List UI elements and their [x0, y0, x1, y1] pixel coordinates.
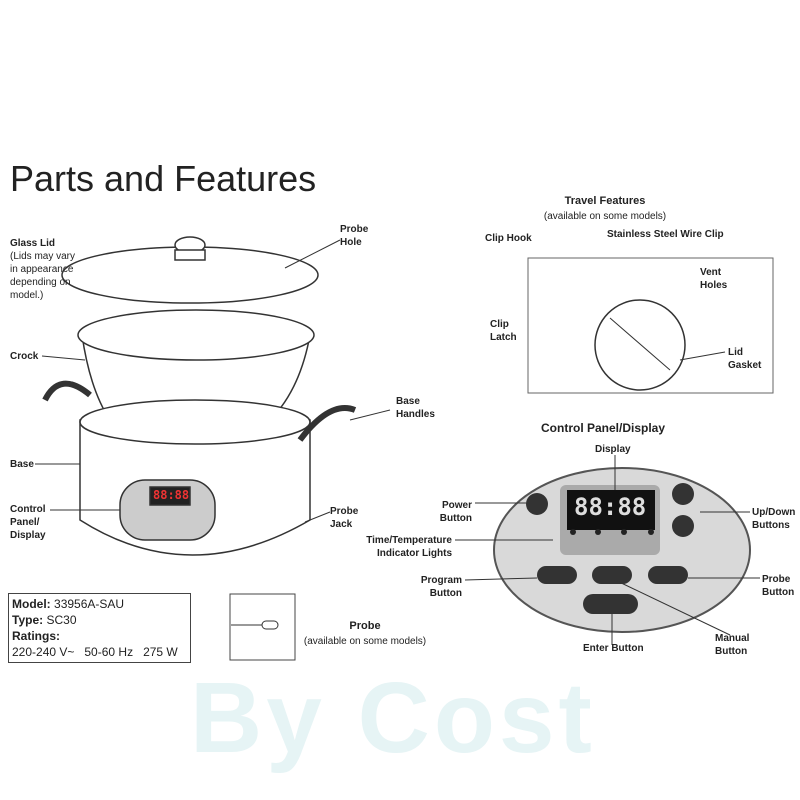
page-title: Parts and Features — [10, 158, 317, 199]
ratings-value: 220-240 V~ 50-60 Hz 275 W — [12, 645, 178, 659]
base-handles-label: Base Handles — [396, 396, 435, 420]
slow-cooker-illustration — [42, 236, 357, 556]
probe-subtitle: (available on some models) — [303, 636, 427, 647]
type-label: Type: — [12, 613, 44, 627]
time-temp-lights-label: Time/Temperature Indicator Lights — [366, 535, 452, 559]
watermark: By Cost — [190, 662, 596, 774]
model-value: 33956A-SAU — [54, 597, 125, 611]
probe-title: Probe — [349, 620, 381, 632]
up-down-buttons-label: Up/Down Buttons — [752, 507, 796, 531]
crock-label: Crock — [10, 351, 39, 362]
control-panel-display-readout: 88:88 — [574, 493, 647, 521]
model-label: Model: — [12, 597, 51, 611]
clip-latch-label: Clip Latch — [490, 319, 517, 343]
glass-lid-note: (Lids may vary in appearance depending o… — [10, 251, 76, 301]
wire-clip-label: Stainless Steel Wire Clip — [607, 229, 724, 240]
probe-jack-label: Probe Jack — [330, 506, 359, 530]
control-panel-title: Control Panel/Display — [541, 421, 666, 435]
manual-button-label: Manual Button — [715, 633, 750, 657]
lid-gasket-label: Lid Gasket — [728, 347, 762, 371]
base-display-readout: 88:88 — [153, 488, 190, 502]
display-label: Display — [595, 444, 631, 455]
travel-features-title: Travel Features — [564, 195, 646, 207]
specifications-box: Model: 33956A-SAU Type: SC30 Ratings: 22… — [8, 593, 191, 663]
ratings-label: Ratings: — [12, 629, 60, 643]
control-panel-illustration — [493, 467, 751, 633]
base-label: Base — [10, 459, 34, 470]
type-value: SC30 — [46, 613, 77, 627]
probe-button-label: Probe Button — [762, 574, 795, 598]
vent-holes-label: Vent Holes — [700, 267, 728, 291]
clip-hook-label: Clip Hook — [485, 233, 532, 244]
travel-features-subtitle: (available on some models) — [543, 211, 667, 222]
power-button-label: Power Button — [439, 500, 472, 524]
glass-lid-label: Glass Lid (Lids may vary in appearance de… — [10, 237, 80, 302]
enter-button-label: Enter Button — [583, 643, 644, 654]
control-panel-label: Control Panel/ Display — [10, 504, 46, 541]
glass-lid-text: Glass Lid — [10, 238, 56, 249]
probe-hole-label: Probe Hole — [340, 224, 369, 248]
program-button-label: Program Button — [420, 575, 462, 599]
